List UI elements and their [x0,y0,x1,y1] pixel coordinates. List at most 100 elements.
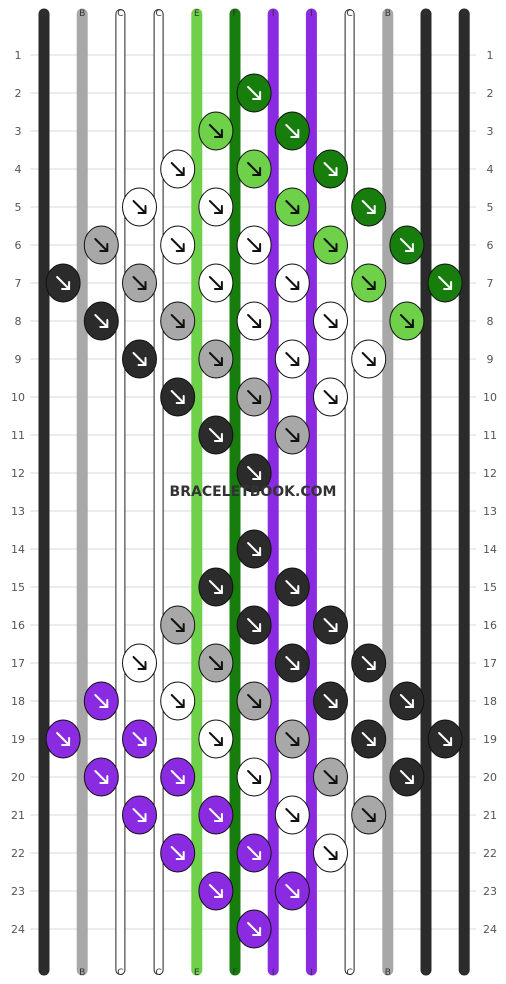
arrow-se-icon [170,238,185,252]
arrow-se-icon [285,732,300,746]
arrow-se-icon [132,352,147,366]
arrow-se-icon [323,238,338,252]
strand-label-bottom: B [79,968,85,978]
row-number-left: 6 [15,239,22,252]
arrow-se-icon [208,276,223,290]
knot [236,73,272,113]
knot [313,681,348,721]
strand-label-bottom: A [41,968,48,978]
knot [122,187,157,227]
row-number-right: 3 [487,125,494,138]
arrow-se-icon [170,390,185,404]
knot [236,833,272,873]
knot [313,833,348,873]
row-number-right: 23 [483,885,497,898]
knot [198,871,234,911]
arrow-se-icon [399,238,414,252]
knot [45,263,81,303]
strand-label-top: C [155,9,161,19]
arrow-se-icon [56,276,71,290]
row-number-right: 1 [487,49,494,62]
arrow-se-icon [247,466,262,480]
arrow-se-icon [323,618,338,632]
arrow-se-icon [285,656,300,670]
knot [274,339,310,379]
knot [313,757,348,797]
row-number-left: 8 [15,315,22,328]
knot [427,719,463,759]
strand-label-top: I [272,9,275,19]
arrow-se-icon [323,694,338,708]
strand-label-bottom: C [117,968,123,978]
knot [274,567,310,607]
row-number-right: 12 [483,467,497,480]
strand-label-bottom: A [461,968,468,978]
knot [274,871,310,911]
arrow-se-icon [208,124,223,138]
row-number-left: 19 [11,733,25,746]
arrow-se-icon [361,276,376,290]
row-number-right: 13 [483,505,497,518]
arrow-se-icon [132,656,147,670]
knot [351,339,387,379]
knot [198,415,234,455]
arrow-se-icon [170,846,185,860]
row-number-right: 22 [483,847,497,860]
row-number-left: 4 [15,163,22,176]
arrow-se-icon [323,162,338,176]
row-number-right: 9 [487,353,494,366]
arrow-se-icon [208,200,223,214]
strand-label-bottom: A [423,968,430,978]
strand-label-top: E [194,9,200,19]
arrow-se-icon [361,656,376,670]
arrow-se-icon [208,352,223,366]
arrow-se-icon [94,314,109,328]
knot [198,643,234,683]
knot [274,719,310,759]
knot [389,225,425,265]
row-number-left: 2 [15,87,22,100]
row-number-left: 13 [11,505,25,518]
knot [313,605,348,645]
arrow-se-icon [208,884,223,898]
row-number-right: 4 [487,163,494,176]
arrow-se-icon [132,276,147,290]
strand-label-bottom: E [194,968,200,978]
arrow-se-icon [285,200,300,214]
strand-label-top: I [310,9,313,19]
arrow-se-icon [208,656,223,670]
knot [160,605,196,645]
row-number-right: 18 [483,695,497,708]
knot [198,719,234,759]
arrow-se-icon [361,200,376,214]
strand-label-top: B [385,9,391,19]
row-number-left: 5 [15,201,22,214]
knot [351,187,387,227]
strand-label-top: A [423,9,430,19]
arrow-se-icon [94,238,109,252]
arrow-se-icon [285,428,300,442]
knot [160,681,196,721]
knot [198,795,234,835]
knot [313,301,348,341]
knot [274,187,310,227]
arrow-se-icon [208,808,223,822]
arrow-se-icon [323,390,338,404]
knot [236,605,272,645]
row-number-left: 17 [11,657,25,670]
strand-label-top: C [346,9,352,19]
knot [83,681,119,721]
row-number-left: 1 [15,49,22,62]
arrow-se-icon [132,732,147,746]
row-number-right: 14 [483,543,497,556]
knot [274,415,310,455]
row-number-right: 10 [483,391,497,404]
arrow-se-icon [208,580,223,594]
row-number-left: 20 [11,771,25,784]
knot [160,757,196,797]
strand-threads [38,8,470,976]
arrow-se-icon [170,618,185,632]
